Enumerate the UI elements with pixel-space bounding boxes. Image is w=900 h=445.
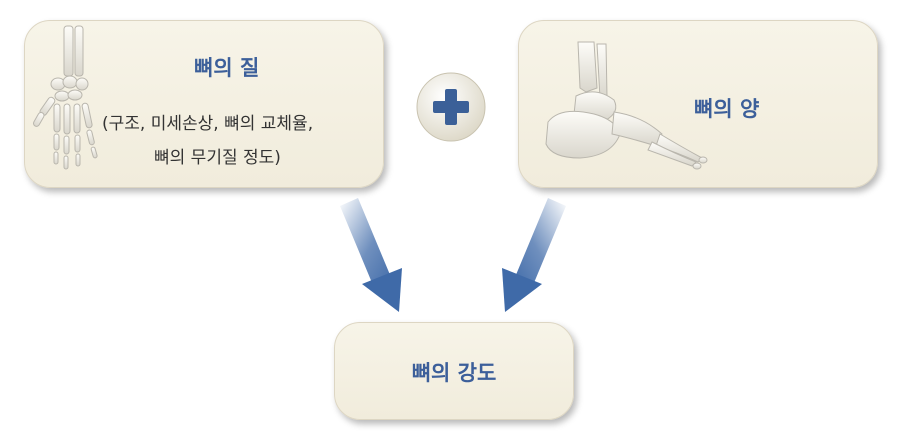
- bone-quantity-title: 뼈의 양: [694, 97, 760, 121]
- hand-bones-icon: [33, 25, 98, 170]
- bone-strength-box: 뼈의 강도: [334, 322, 574, 420]
- bone-quality-detail-line1: (구조, 미세손상, 뼈의 교체율,: [102, 114, 314, 134]
- arrow-quantity-to-strength: [502, 198, 566, 312]
- bone-quality-detail-line2: 뼈의 무기질 정도): [154, 148, 281, 168]
- foot-bones-icon: [545, 41, 708, 170]
- bone-quality-title: 뼈의 질: [194, 56, 260, 80]
- plus-icon: [416, 72, 486, 142]
- bone-strength-title: 뼈의 강도: [411, 361, 497, 385]
- arrow-quality-to-strength: [340, 198, 402, 312]
